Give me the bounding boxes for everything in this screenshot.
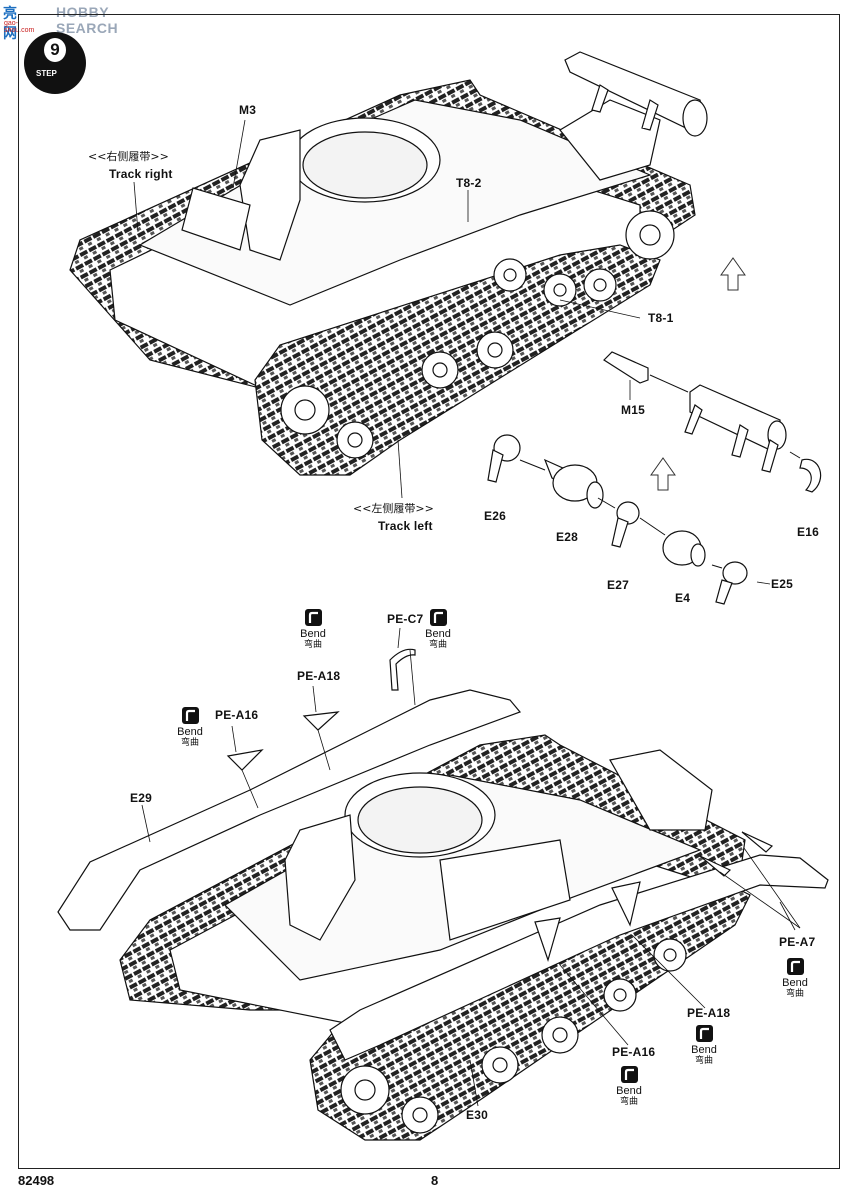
page-frame [18,14,840,1169]
label-m3: M3 [239,103,257,117]
label-t8-1: T8-1 [648,311,674,325]
page-number: 8 [431,1173,439,1188]
label-pe-a16-bottom: PE-A16 [612,1045,656,1059]
bend-label-cn: 弯曲 [785,989,804,999]
watermark-url: gao-shou.com [4,20,35,34]
assembly-arrows [519,257,801,569]
label-t8-2: T8-2 [456,176,482,190]
exploded-muffler [487,351,822,605]
bend-icon [429,609,447,626]
bend-icon [304,609,322,626]
bend-label: Bend [177,726,203,738]
watermark-logo: 亮网 [3,5,17,41]
label-pe-a18-top: PE-A18 [297,669,341,683]
label-e27: E27 [607,578,629,592]
label-track-left: Track left [378,519,433,533]
bend-label-cn: 弯曲 [303,640,322,650]
bend-label: Bend [691,1044,717,1056]
bend-label-cn: 弯曲 [180,738,199,748]
label-track-right: Track right [109,167,173,181]
label-e28: E28 [556,530,578,544]
bend-icon [786,958,804,975]
bend-note-1: Bend 弯曲 [293,609,333,651]
step-word: STEP [36,69,57,78]
bend-label: Bend [300,628,326,640]
label-e26: E26 [484,509,506,523]
label-e25: E25 [771,577,793,591]
bend-label: Bend [782,977,808,989]
leader-lines-upper [133,119,771,585]
bend-label: Bend [425,628,451,640]
label-e4: E4 [675,591,691,605]
label-track-right-cn: <<右侧履带>> [88,150,169,163]
label-pe-c7: PE-C7 [387,612,424,626]
leader-lines-lower [141,627,801,1107]
step-number: 9 [44,38,66,62]
bend-note-4: Bend 弯曲 [775,958,815,1000]
label-pe-a7: PE-A7 [779,935,816,949]
label-m15: M15 [621,403,645,417]
watermark-title: HOBBY SEARCH [56,4,119,36]
bend-icon [695,1025,713,1042]
bend-note-3: Bend 弯曲 [170,707,210,749]
label-pe-a16-top: PE-A16 [215,708,259,722]
bend-note-6: Bend 弯曲 [609,1066,649,1108]
label-e16: E16 [797,525,819,539]
label-e29: E29 [130,791,152,805]
label-track-left-cn: <<左侧履带>> [353,502,434,515]
fender-near [329,854,829,1061]
upper-tank [69,51,708,476]
bend-label-cn: 弯曲 [694,1056,713,1066]
bend-icon [620,1066,638,1083]
kit-number: 82498 [18,1173,55,1188]
bend-note-5: Bend 弯曲 [684,1025,724,1067]
lower-tank [57,648,829,1141]
bend-note-2: Bend 弯曲 [418,609,458,651]
bend-label: Bend [616,1085,642,1097]
step-badge: 9 STEP [24,32,86,94]
bend-icon [181,707,199,724]
bend-label-cn: 弯曲 [428,640,447,650]
bend-label-cn: 弯曲 [619,1097,638,1107]
label-pe-a18-bottom: PE-A18 [687,1006,731,1020]
fender-e29 [57,689,522,931]
label-e30: E30 [466,1108,488,1122]
